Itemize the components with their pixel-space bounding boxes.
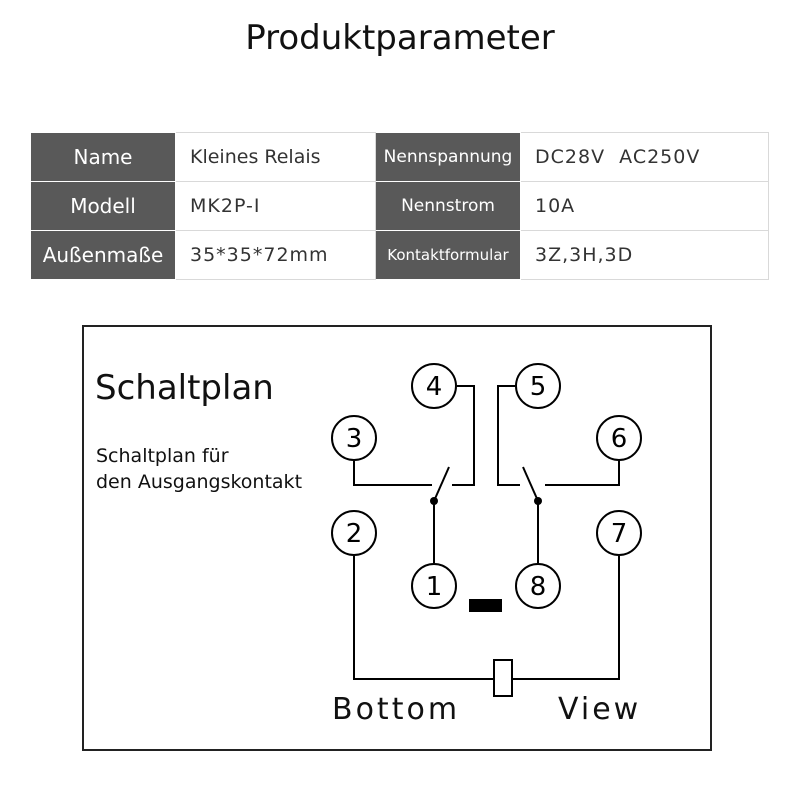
coil-symbol xyxy=(493,659,513,697)
switch-left-blade xyxy=(433,466,450,502)
pin-3-circle xyxy=(331,415,377,461)
schematic-title: Schaltplan xyxy=(95,368,274,408)
wire-pin7-coil xyxy=(512,556,620,680)
pin-1-circle xyxy=(411,563,457,609)
schematic-subtitle-line2: den Ausgangskontakt xyxy=(96,471,303,493)
schematic-subtitle-line1: Schaltplan für xyxy=(96,445,229,467)
product-parameter-table: Name Kleines Relais Nennspannung DC28V A… xyxy=(30,132,769,280)
footer-bottom-label: Bottom xyxy=(332,692,461,727)
switch-left-pivot xyxy=(430,497,438,505)
pin-2-label: 2 xyxy=(346,519,363,549)
key-marker xyxy=(469,599,502,612)
pin-5-label: 5 xyxy=(530,372,547,402)
param-label-contact-form: Kontaktformular xyxy=(375,230,521,280)
footer-view-label: View xyxy=(558,692,642,727)
wire-pin2-coil xyxy=(353,556,494,680)
switch-right-pivot xyxy=(534,497,542,505)
switch-right-blade xyxy=(522,466,539,502)
schematic-frame xyxy=(82,325,712,751)
pin-8-circle xyxy=(515,563,561,609)
param-value-contact-form: 3Z,3H,3D xyxy=(520,230,769,280)
pin-6-circle xyxy=(596,415,642,461)
param-value-model: MK2P-I xyxy=(175,181,376,231)
pin-3-label: 3 xyxy=(346,424,363,454)
schematic-subtitle: Schaltplan für den Ausgangskontakt xyxy=(96,443,356,495)
pin-1-label: 1 xyxy=(426,572,443,602)
pin-4-circle xyxy=(411,363,457,409)
pin-8-label: 8 xyxy=(530,572,547,602)
param-label-dimensions: Außenmaße xyxy=(30,230,176,280)
param-label-name: Name xyxy=(30,132,176,182)
wire-pin6 xyxy=(545,461,620,486)
param-value-rated-voltage: DC28V AC250V xyxy=(520,132,769,182)
pin-5-circle xyxy=(515,363,561,409)
pin-6-label: 6 xyxy=(611,424,628,454)
wire-pin5 xyxy=(497,385,520,486)
wire-pin3 xyxy=(353,461,432,486)
param-label-rated-current: Nennstrom xyxy=(375,181,521,231)
pin-2-circle xyxy=(331,510,377,556)
table-row: Name Kleines Relais Nennspannung DC28V A… xyxy=(30,132,769,182)
table-row: Außenmaße 35*35*72mm Kontaktformular 3Z,… xyxy=(30,230,769,280)
param-label-model: Modell xyxy=(30,181,176,231)
pin-4-label: 4 xyxy=(426,372,443,402)
pin-7-circle xyxy=(596,510,642,556)
page-title: Produktparameter xyxy=(245,18,555,58)
param-value-dimensions: 35*35*72mm xyxy=(175,230,376,280)
wire-pin4 xyxy=(452,385,475,486)
pin-7-label: 7 xyxy=(611,519,628,549)
param-label-rated-voltage: Nennspannung xyxy=(375,132,521,182)
